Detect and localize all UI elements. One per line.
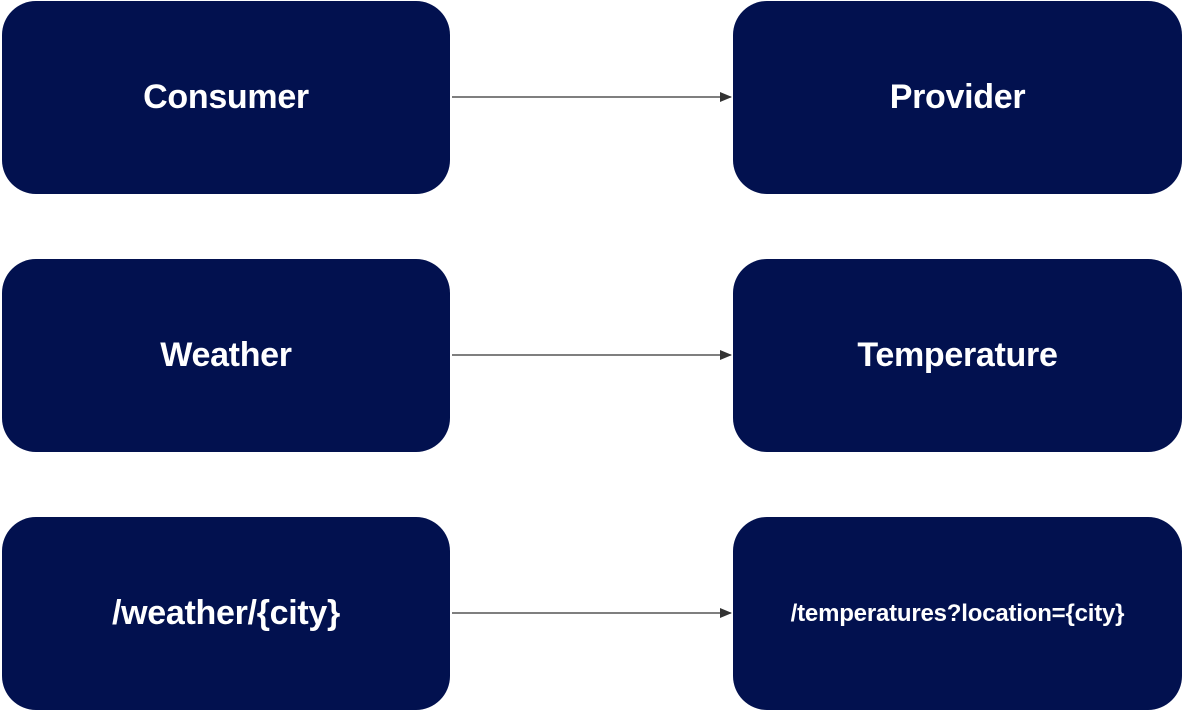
temperatures-endpoint-label: /temperatures?location={city} [790,599,1125,627]
temperatures-endpoint-box: /temperatures?location={city} [733,517,1182,710]
provider-box: Provider [733,1,1182,194]
weather-label: Weather [160,336,292,374]
weather-endpoint-label: /weather/{city} [112,594,340,632]
temperature-label: Temperature [857,336,1058,374]
provider-label: Provider [889,78,1026,116]
weather-endpoint-box: /weather/{city} [2,517,450,710]
weather-box: Weather [2,259,450,452]
consumer-label: Consumer [143,78,309,116]
temperature-box: Temperature [733,259,1182,452]
consumer-box: Consumer [2,1,450,194]
